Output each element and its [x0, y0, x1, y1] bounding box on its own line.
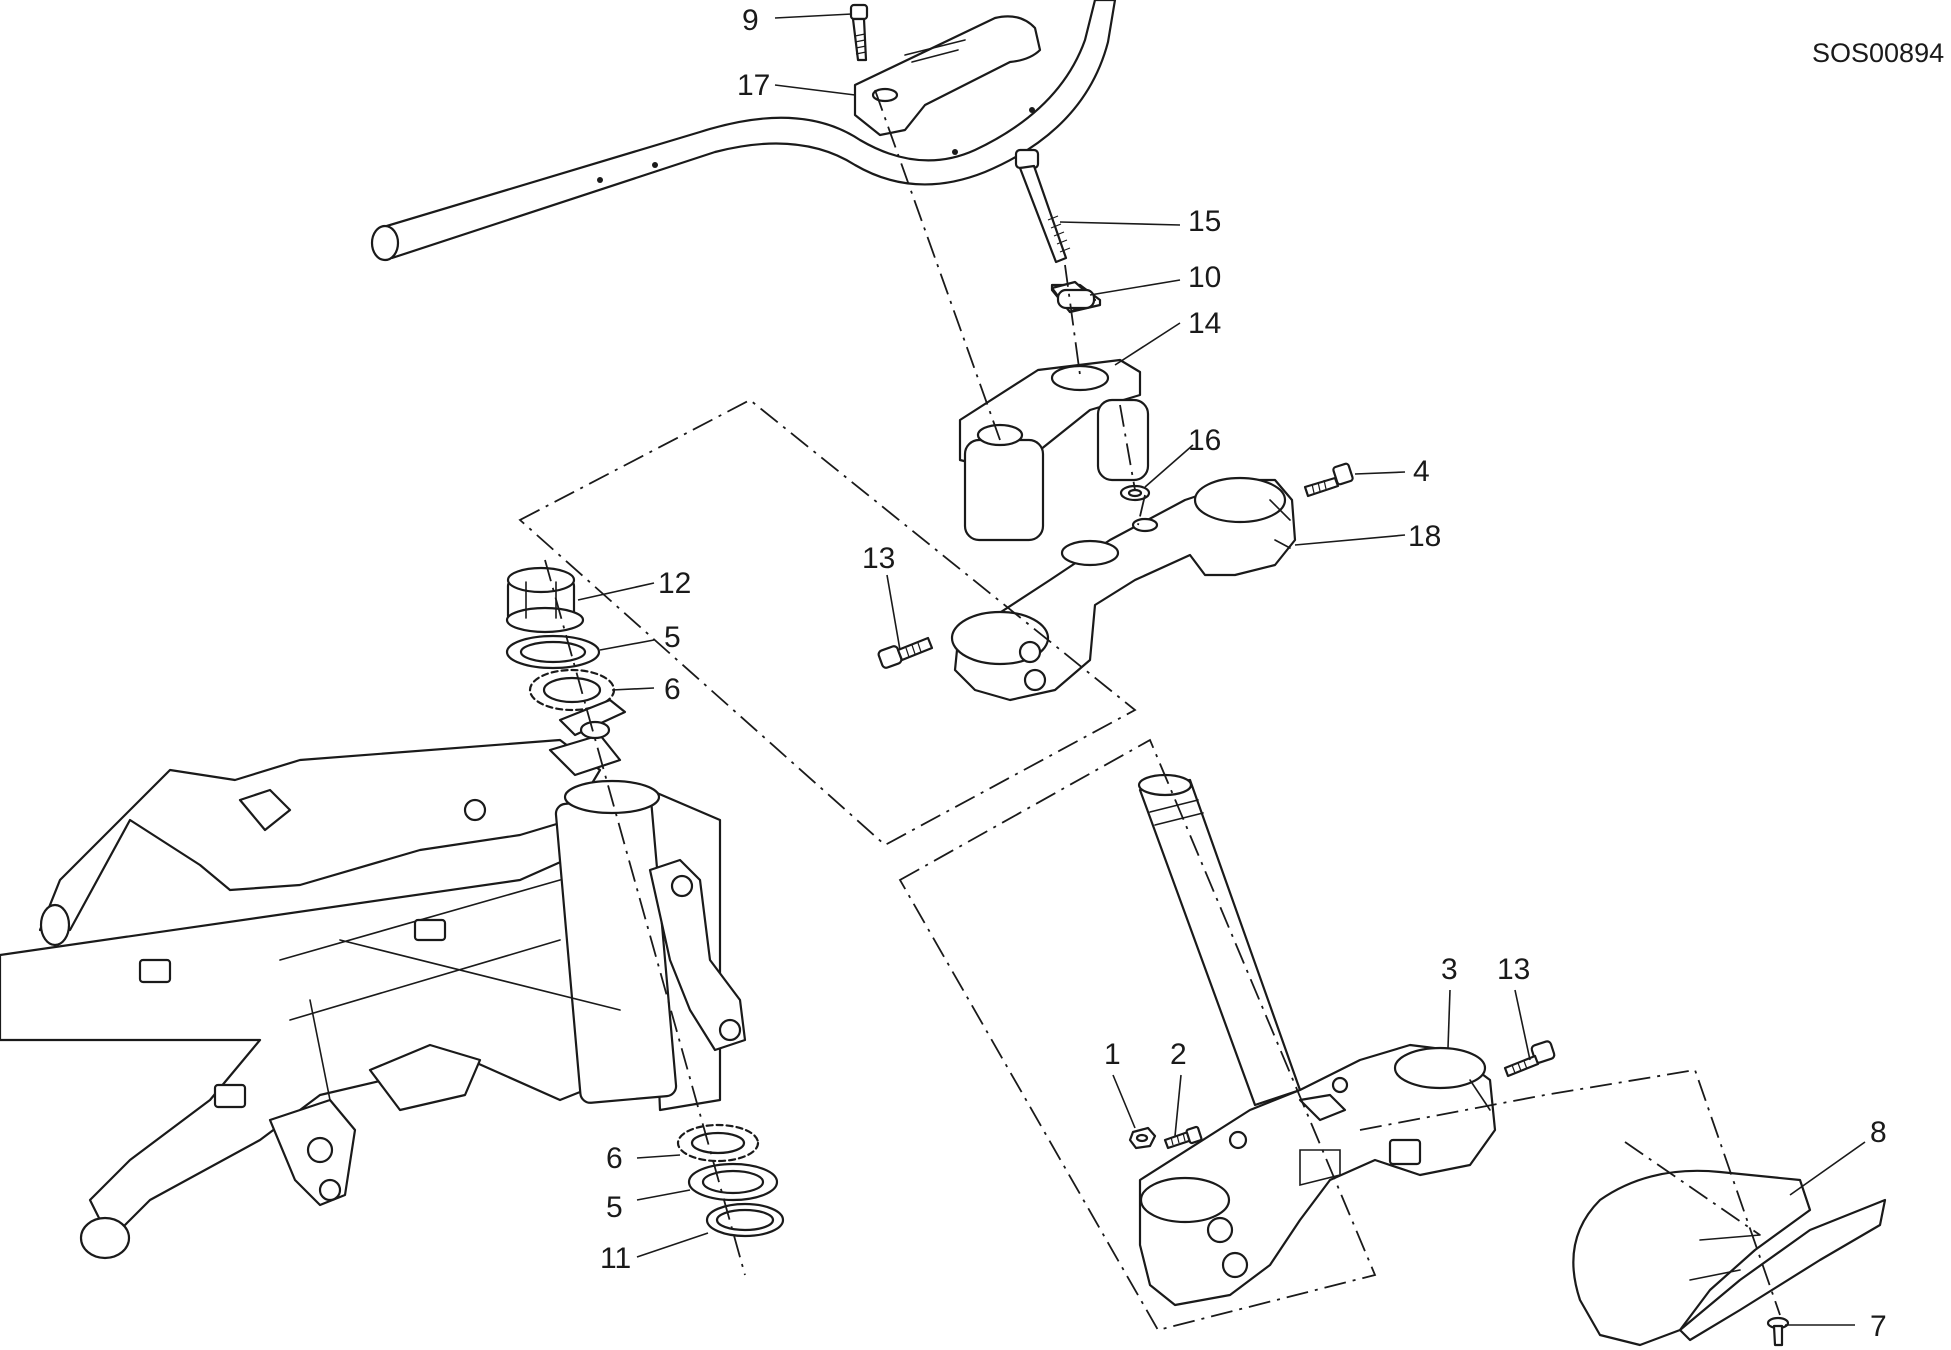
- callout-4: 4: [1413, 455, 1430, 488]
- steering-lock-screw: [1163, 1125, 1203, 1150]
- callout-17: 17: [737, 69, 770, 102]
- callout-3: 3: [1441, 953, 1458, 986]
- steering-ring-nut: [505, 566, 585, 634]
- lock-washer: [1119, 484, 1151, 502]
- callout-15: 15: [1188, 205, 1221, 238]
- top-clamp-pinch-bolt: [1303, 462, 1354, 498]
- callout-5-upper: 5: [664, 621, 681, 654]
- handlebar-riser: [958, 358, 1150, 542]
- upper-clamp-bolt: [877, 636, 934, 669]
- callout-14: 14: [1188, 307, 1221, 340]
- callout-6-upper: 6: [664, 673, 681, 706]
- callout-7: 7: [1870, 1310, 1887, 1343]
- riser-spacer: [1050, 280, 1102, 314]
- callout-2: 2: [1170, 1038, 1187, 1071]
- lower-bearing: [676, 1123, 760, 1163]
- lower-clamp-bolt: [1503, 1040, 1556, 1078]
- callout-16: 16: [1188, 424, 1221, 457]
- callout-8: 8: [1870, 1116, 1887, 1149]
- lower-seal-washer: [687, 1162, 779, 1202]
- callout-12: 12: [658, 567, 691, 600]
- steering-lock-nut: [1128, 1126, 1157, 1150]
- callout-leaders: [577, 13, 1866, 1326]
- motorcycle-frame: [0, 698, 747, 1260]
- callout-13-upper: 13: [862, 542, 895, 575]
- callout-18: 18: [1408, 520, 1441, 553]
- assembly-guide-lines: [518, 89, 1781, 1332]
- upper-seal-washer: [505, 634, 601, 670]
- callout-13-lower: 13: [1497, 953, 1530, 986]
- callout-numbers: 9 17 15 10 14 16 4 18 13 12 5 6 6 5 11 3…: [600, 4, 1887, 1343]
- dust-seal: [705, 1202, 785, 1238]
- cover-screw: [1766, 1316, 1790, 1347]
- upper-bearing: [528, 668, 616, 712]
- callout-11: 11: [600, 1242, 631, 1275]
- drawing-code: SOS00894: [1812, 38, 1944, 68]
- upper-triple-clamp: [950, 476, 1297, 702]
- callout-10: 10: [1188, 261, 1221, 294]
- steering-cover: [1572, 1169, 1887, 1347]
- riser-bolt: [1014, 148, 1071, 264]
- handlebar-clamp: [853, 15, 1042, 137]
- callout-1: 1: [1104, 1038, 1121, 1071]
- callout-9: 9: [742, 4, 759, 37]
- callout-6-lower: 6: [606, 1142, 623, 1175]
- clamp-bolt: [849, 3, 869, 62]
- lower-triple-clamp: [1138, 1043, 1497, 1307]
- callout-5-lower: 5: [606, 1191, 623, 1224]
- steering-stem: [1137, 773, 1302, 1107]
- handlebar: [370, 0, 1117, 262]
